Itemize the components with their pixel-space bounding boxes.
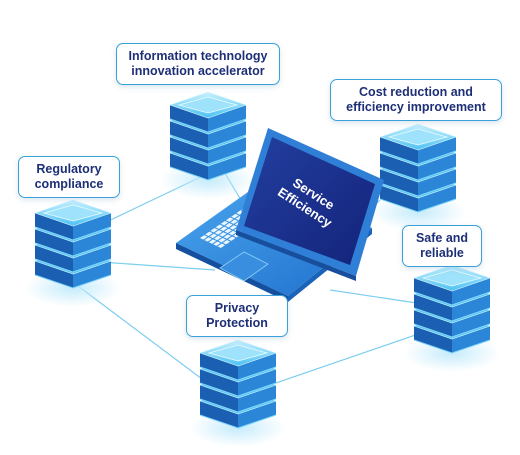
keyboard-key xyxy=(220,220,229,226)
label-cost-reduction: Cost reduction and efficiency improvemen… xyxy=(330,79,502,121)
keyboard-key xyxy=(223,234,232,239)
keyboard-key xyxy=(219,232,227,237)
keyboard-key xyxy=(230,219,238,224)
keyboard-key xyxy=(214,230,223,235)
label-privacy-protection: Privacy Protection xyxy=(186,295,288,337)
keyboard-key xyxy=(205,231,213,237)
connector-line xyxy=(99,261,216,271)
keyboard-key xyxy=(204,237,212,242)
keyboard-key xyxy=(228,230,237,236)
keyboard-key xyxy=(229,225,238,230)
keyboard-key xyxy=(224,228,232,234)
keyboard-key xyxy=(215,224,224,229)
keyboard-key xyxy=(208,239,217,244)
keyboard-key xyxy=(231,213,239,219)
keyboard-key xyxy=(210,228,218,233)
label-information-technology: Information technology innovation accele… xyxy=(116,43,280,85)
label-text: Information technology innovation accele… xyxy=(128,49,268,78)
label-text: Privacy Protection xyxy=(206,301,268,330)
server-stack-information-technology xyxy=(160,91,256,199)
label-text: Safe and reliable xyxy=(415,231,469,260)
server-stack-safe-reliable xyxy=(404,264,500,372)
connector-line xyxy=(269,329,431,386)
keyboard-key xyxy=(222,240,231,245)
keyboard-key xyxy=(226,217,234,222)
server-stack-regulatory xyxy=(25,199,121,307)
keyboard-key xyxy=(217,243,226,248)
keyboard-key xyxy=(228,236,236,241)
server-stacks xyxy=(25,91,500,447)
keyboard-key xyxy=(220,226,228,232)
keyboard-key xyxy=(209,233,218,239)
label-regulatory-compliance: Regulatory compliance xyxy=(18,156,120,198)
laptop-touchpad xyxy=(219,251,269,282)
keyboard-key xyxy=(225,223,233,228)
keyboard-key xyxy=(213,241,221,246)
keyboard-key xyxy=(214,235,222,241)
laptop: Service Efficiency xyxy=(176,128,384,302)
server-stack-privacy xyxy=(190,339,286,447)
keyboard-key xyxy=(200,235,208,240)
label-safe-reliable: Safe and reliable xyxy=(402,225,482,267)
label-text: Regulatory compliance xyxy=(34,162,104,191)
connector-line xyxy=(329,289,431,306)
label-text: Cost reduction and efficiency improvemen… xyxy=(346,85,486,114)
server-stack-cost-reduction xyxy=(370,123,466,231)
keyboard-key xyxy=(218,237,226,243)
laptop-screen xyxy=(244,137,375,265)
